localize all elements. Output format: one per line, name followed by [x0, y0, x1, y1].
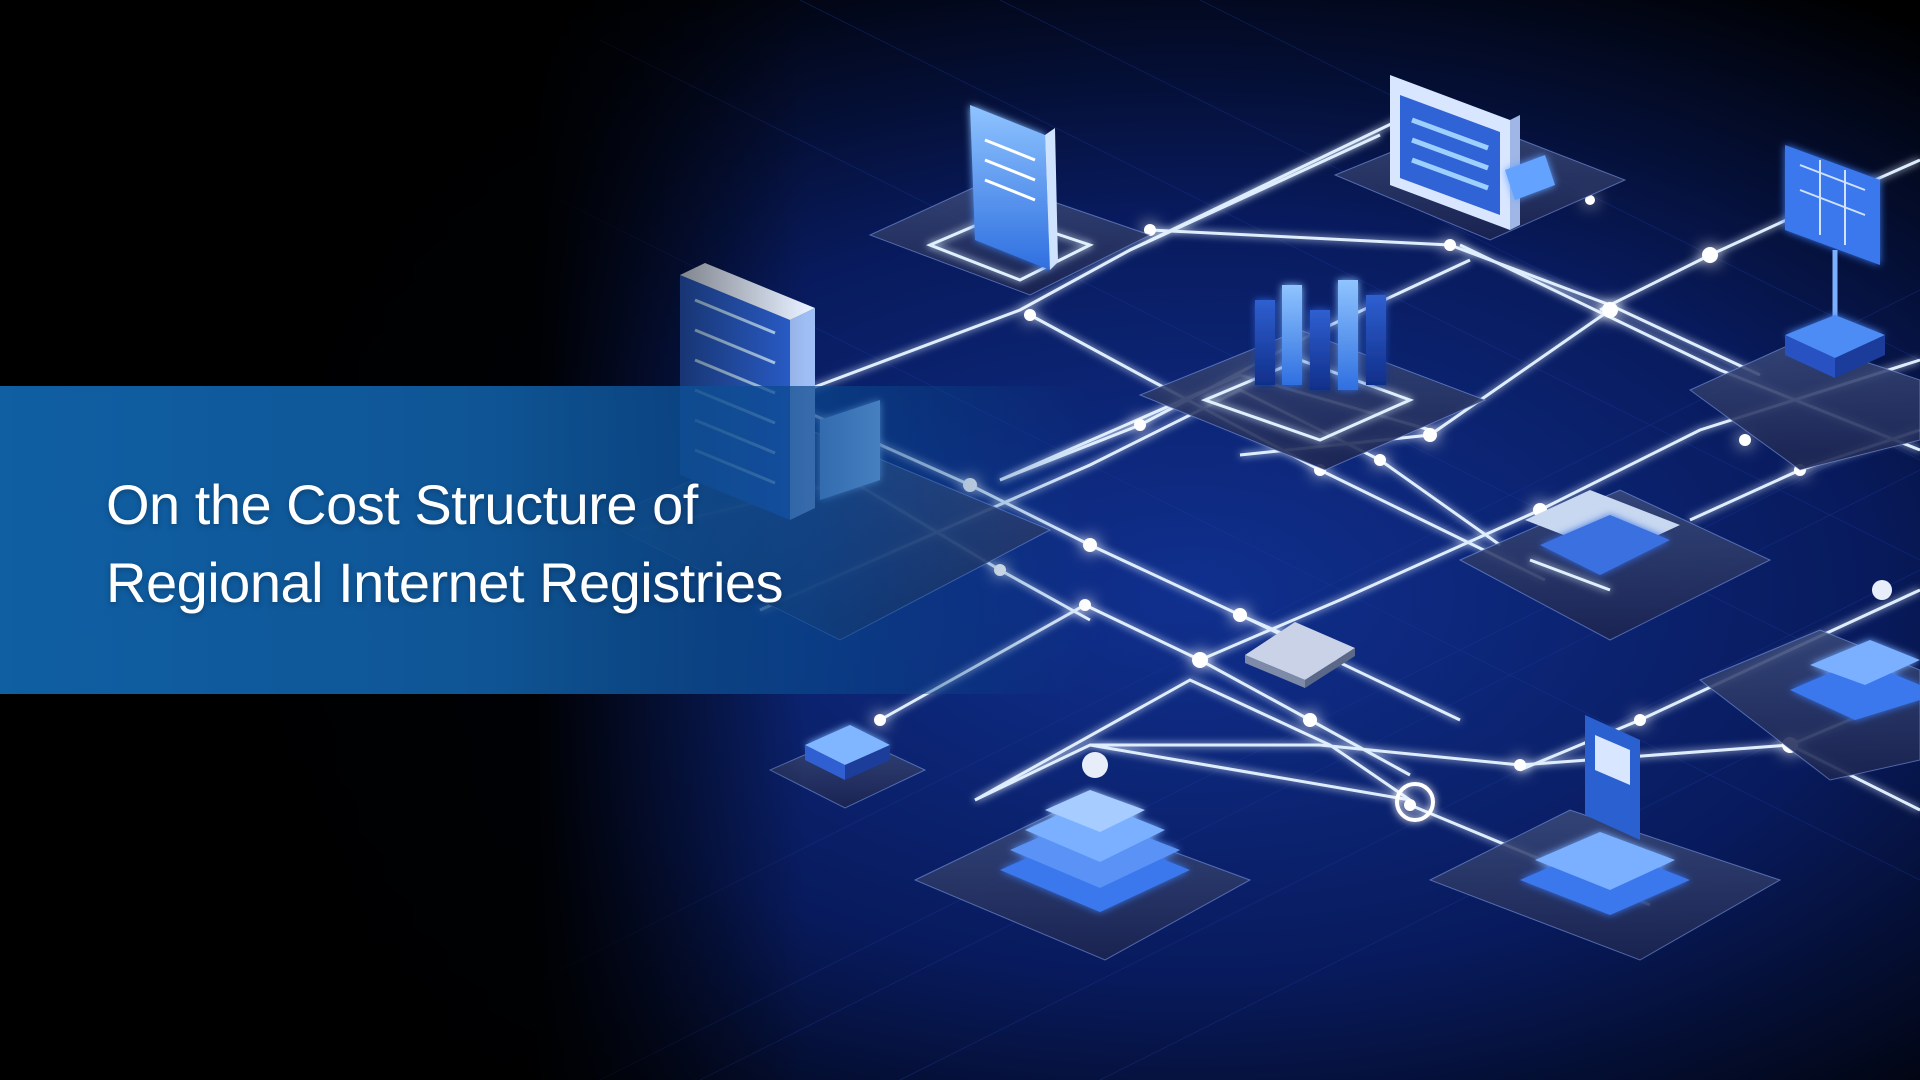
hero-title: On the Cost Structure of Regional Intern…: [106, 466, 784, 622]
hero-title-line-2: Regional Internet Registries: [106, 551, 784, 614]
hero-title-line-1: On the Cost Structure of: [106, 473, 698, 536]
title-band: [0, 386, 1090, 694]
